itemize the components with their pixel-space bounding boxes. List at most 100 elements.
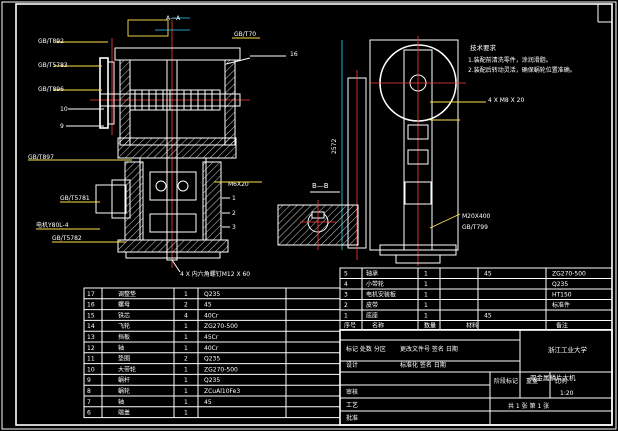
bom-lower-qty: 1 <box>184 399 188 406</box>
bom-lower-name: 挡板 <box>118 333 130 341</box>
meta-change: 更改文件号 签名 日期 <box>400 345 458 353</box>
callouts: GB/T892 GB/T5783 GB/T896 10 9 GB/T897 GB… <box>28 31 524 278</box>
bom-lower-name: 蜗杆 <box>118 376 130 384</box>
sheet-info: 共 1 张 第 1 张 <box>508 402 549 410</box>
row-design: 设计 <box>346 361 358 369</box>
bom-upper-note: HT150 <box>552 292 572 299</box>
bom-header-qty: 数量 <box>424 322 436 330</box>
scale-label: 比例 <box>555 377 567 385</box>
weight-label: 重量 <box>526 377 538 385</box>
section-b-b: B—B <box>277 182 359 250</box>
bom-upper-note: 标准件 <box>552 301 570 309</box>
callout-2: 2 <box>232 210 236 217</box>
bom-upper-qty: 1 <box>424 302 428 309</box>
bom-upper-qty: 1 <box>424 313 428 320</box>
bom-upper-no: 2 <box>344 302 348 309</box>
bom-lower-name: 大带轮 <box>118 365 136 373</box>
callout-gbt5783: GB/T5783 <box>38 62 68 69</box>
bom-lower-no: 10 <box>87 366 95 373</box>
bom-lower-qty: 1 <box>184 366 188 373</box>
bom-lower-qty: 1 <box>184 323 188 330</box>
bom-upper-qty: 1 <box>424 281 428 288</box>
bom-upper-mat: 45 <box>484 271 492 278</box>
bom-header-mat: 材料 <box>466 322 478 330</box>
bom-lower-no: 17 <box>87 291 95 298</box>
bom-lower-mat: 45 <box>204 399 212 406</box>
bom-lower-name: 铁芯 <box>118 311 130 319</box>
scale-value: 1:20 <box>560 390 574 397</box>
callout-bolts: 4 X 内六角螺钉M12 X 60 <box>180 270 250 278</box>
callout-3: 3 <box>232 224 236 231</box>
stage-label: 阶段标记 <box>494 377 518 385</box>
bom-lower-qty: 4 <box>184 312 188 319</box>
callout-motor: 电机Y80L-4 <box>36 221 69 229</box>
bom-lower-no: 6 <box>87 410 91 417</box>
technical-notes: 技术要求 1.装配前清洗零件，涂润滑脂。 2.装配后转动灵活，确保蜗轮位置准确。 <box>468 43 576 74</box>
bom-lower-mat: 45 <box>204 302 212 309</box>
height-dimension: 2572 <box>331 139 338 154</box>
bom-lower-no: 7 <box>87 399 91 406</box>
bom-lower-qty: 1 <box>184 388 188 395</box>
notes-line-1: 1.装配前清洗零件，涂润滑脂。 <box>468 56 552 64</box>
callout-4xm8: 4 X M8 X 20 <box>488 97 524 104</box>
callout-m6x20: M6X20 <box>228 181 249 188</box>
callout-gbt5782: GB/T5782 <box>52 235 82 242</box>
bom-lower-qty: 1 <box>184 334 188 341</box>
bom-lower-name: 轴 <box>118 398 124 406</box>
meta-standard: 标准化 签名 日期 <box>400 361 446 369</box>
callout-10: 10 <box>60 106 68 113</box>
front-section-view <box>90 17 250 268</box>
bom-lower-name: 蜗轮 <box>118 387 130 395</box>
callout-gbt892: GB/T892 <box>38 38 64 45</box>
bom-lower-mat: ZCuAl10Fe3 <box>204 388 240 395</box>
bom-lower-name: 飞轮 <box>118 322 130 330</box>
bom-upper-mat: 45 <box>484 313 492 320</box>
bom-lower-mat: ZG270-500 <box>204 366 238 373</box>
bom-lower-mat: 40Cr <box>204 345 219 352</box>
bom-lower-mat: Q235 <box>204 291 220 298</box>
bom-upper-no: 1 <box>344 313 348 320</box>
bom-upper-note: ZG270-500 <box>552 271 586 278</box>
bom-lower-qty: 1 <box>184 377 188 384</box>
row-check: 审核 <box>346 388 358 396</box>
bom-upper-note: Q235 <box>552 281 568 288</box>
bom-upper-name: 小带轮 <box>366 280 384 288</box>
notes-line-2: 2.装配后转动灵活，确保蜗轮位置准确。 <box>468 66 576 74</box>
bom-lower-name: 螺母 <box>118 301 130 309</box>
bom-upper-name: 皮带 <box>366 301 378 309</box>
callout-gbt5781: GB/T5781 <box>60 195 90 202</box>
bom-lower-qty: 2 <box>184 302 188 309</box>
callout-gbt897: GB/T897 <box>28 154 54 161</box>
bom-lower-no: 8 <box>87 388 91 395</box>
bom-upper-qty: 1 <box>424 292 428 299</box>
callout-m20: M20X400 <box>462 213 491 220</box>
section-label: B—B <box>312 182 329 190</box>
callout-1: 1 <box>232 195 236 202</box>
bom-upper-no: 3 <box>344 292 348 299</box>
bom-lower-qty: 1 <box>184 345 188 352</box>
bom-header-name: 名称 <box>372 322 384 330</box>
bom-lower-mat: Q235 <box>204 377 220 384</box>
bom-lower-mat: 45Cr <box>204 334 219 341</box>
callout-9: 9 <box>60 123 64 130</box>
bom-lower-mat: ZG270-500 <box>204 323 238 330</box>
callout-gbt896: GB/T896 <box>38 86 64 93</box>
bom-upper-name: 电机安装板 <box>366 291 396 299</box>
row-process: 工艺 <box>346 401 358 409</box>
school-name: 浙江工业大学 <box>548 345 588 354</box>
bom-lower-no: 12 <box>87 345 95 352</box>
bom-lower-qty: 1 <box>184 291 188 298</box>
bom-upper-name: 底座 <box>366 312 378 320</box>
title-block: 浙江工业大学 双金属鳞片大机 标记 处数 分区 更改文件号 签名 日期 标准化 … <box>339 329 613 426</box>
bom-lower-no: 14 <box>87 323 95 330</box>
row-approve: 批准 <box>346 414 358 422</box>
bom-upper-qty: 1 <box>424 271 428 278</box>
callout-gbt70: GB/T70 <box>234 31 256 38</box>
bom-lower-no: 16 <box>87 302 95 309</box>
drawing-name: 双金属鳞片大机 <box>530 373 576 382</box>
notes-heading: 技术要求 <box>470 43 497 52</box>
bom-lower-no: 9 <box>87 377 91 384</box>
